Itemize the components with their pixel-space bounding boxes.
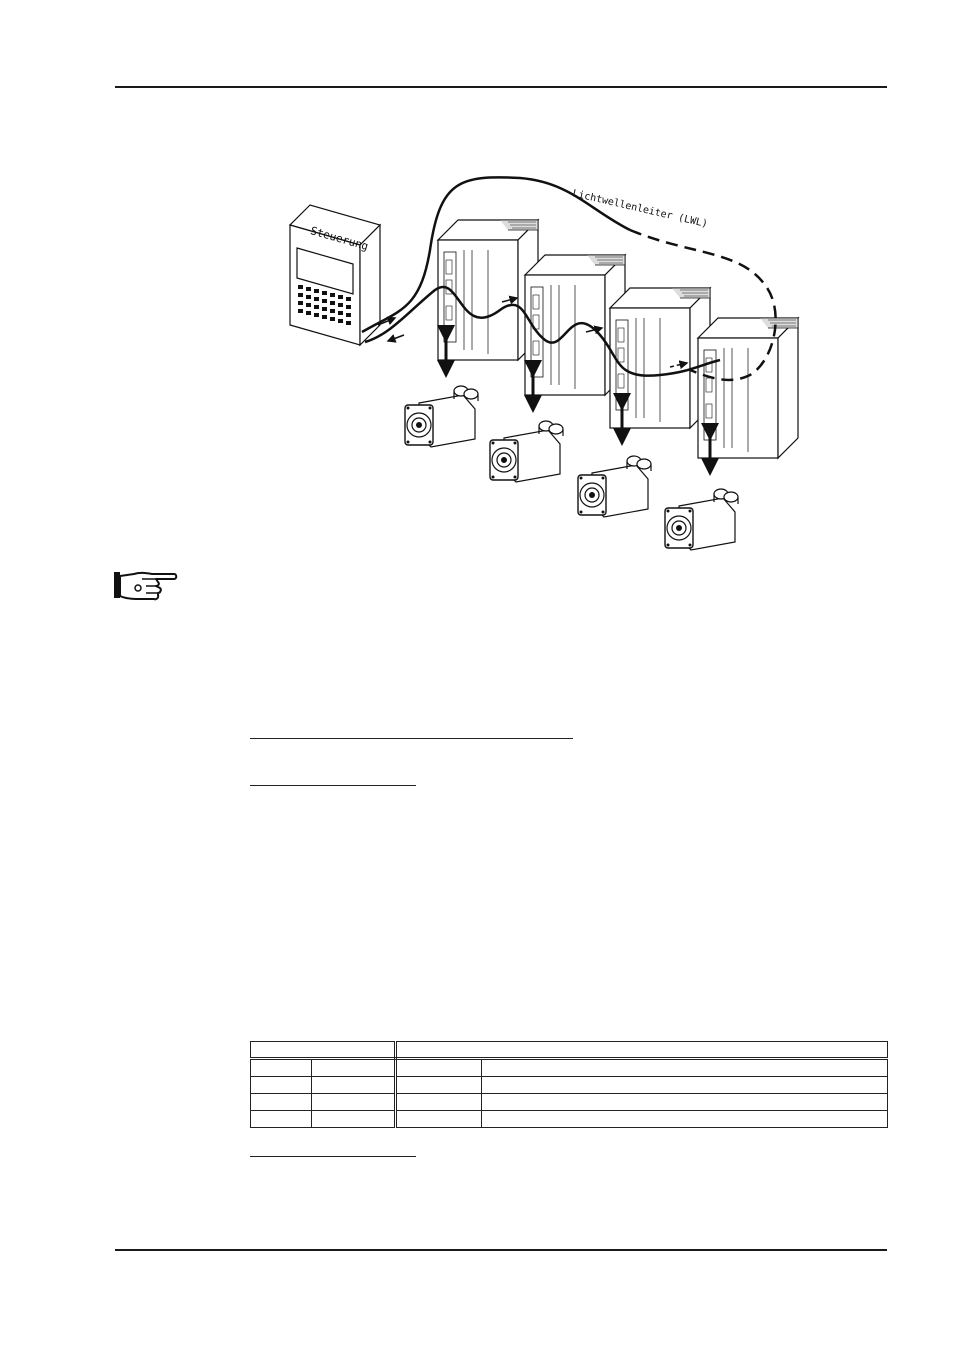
drive-motor-links (437, 325, 719, 476)
subheading-underline (250, 785, 416, 786)
header-rule (115, 86, 887, 88)
signal-arrows (377, 295, 689, 370)
table-header-row (250, 1041, 888, 1060)
table-row (250, 1093, 888, 1111)
pointing-hand-icon (114, 571, 178, 601)
table-cell (250, 1093, 312, 1111)
table-row (250, 1076, 888, 1094)
table-cell (311, 1076, 397, 1094)
table-cell (395, 1076, 482, 1094)
table-row (250, 1058, 888, 1077)
servo-drive-1 (437, 219, 539, 361)
parameter-table (250, 1041, 888, 1131)
table-cell (481, 1076, 888, 1094)
table-footnote-underline (250, 1156, 416, 1157)
table-cell (481, 1058, 888, 1077)
fiber-label: Lichtwellenleiter (LWL) (571, 188, 708, 230)
table-cell (311, 1058, 397, 1077)
servo-drive-3 (609, 287, 711, 429)
footer-rule (115, 1249, 887, 1251)
servo-drive-4 (697, 317, 799, 459)
table-header-cell (395, 1041, 888, 1060)
table-cell (250, 1110, 312, 1128)
table-row (250, 1110, 888, 1128)
servo-motor-4 (664, 488, 739, 551)
table-cell (250, 1076, 312, 1094)
servo-motor-3 (577, 455, 652, 518)
table-cell (395, 1093, 482, 1111)
table-cell (481, 1110, 888, 1128)
table-cell (395, 1058, 482, 1077)
table-header-cell (250, 1041, 397, 1060)
fiber-optic-cable (361, 176, 777, 382)
table-cell (250, 1058, 312, 1077)
table-cell (395, 1110, 482, 1128)
table-cell (311, 1093, 397, 1111)
table-cell (481, 1093, 888, 1111)
servo-network-diagram: Steuerung Lichtwellenleiter (LWL) (288, 176, 799, 551)
controller-unit: Steuerung (288, 204, 382, 347)
heading-underline (250, 738, 573, 739)
servo-motor-1 (404, 385, 479, 448)
table-cell (311, 1110, 397, 1128)
servo-motor-2 (489, 420, 564, 483)
